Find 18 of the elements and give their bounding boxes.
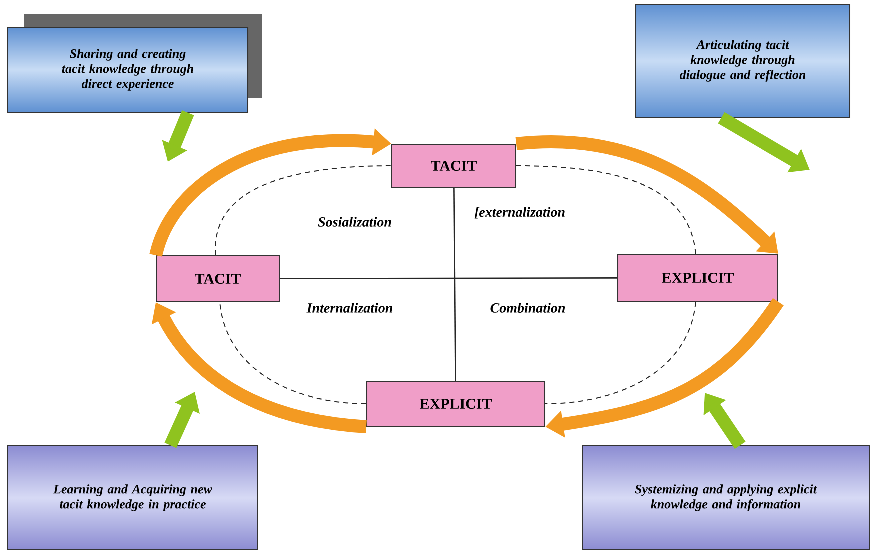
- text-box: Articulating tacit knowledge through dialogue and reflection: [636, 4, 850, 118]
- label-box: EXPLICIT: [618, 254, 778, 302]
- connector-line: [516, 166, 696, 254]
- label-box: TACIT: [392, 144, 516, 188]
- label-box: EXPLICIT: [366, 381, 546, 427]
- connector-line: [220, 302, 367, 404]
- connector-line: [215, 166, 392, 256]
- label-box: TACIT: [156, 256, 280, 302]
- text-box: Systemizing and applying explicit knowledge and information: [582, 446, 870, 550]
- text-box: Sharing and creating tacit knowledge through direct experience: [8, 14, 262, 113]
- quadrant-label: Sosialization: [318, 217, 392, 227]
- connector-line: [454, 188, 456, 381]
- quadrant-label: [externalization: [474, 207, 565, 219]
- connector-line: [280, 278, 618, 280]
- quadrant-label: Combination: [490, 303, 566, 313]
- quadrant-label: Internalization: [306, 303, 392, 313]
- connector-line: [545, 302, 696, 404]
- text-box: Learning and Acquiring new tacit knowledge in practice: [8, 446, 258, 550]
